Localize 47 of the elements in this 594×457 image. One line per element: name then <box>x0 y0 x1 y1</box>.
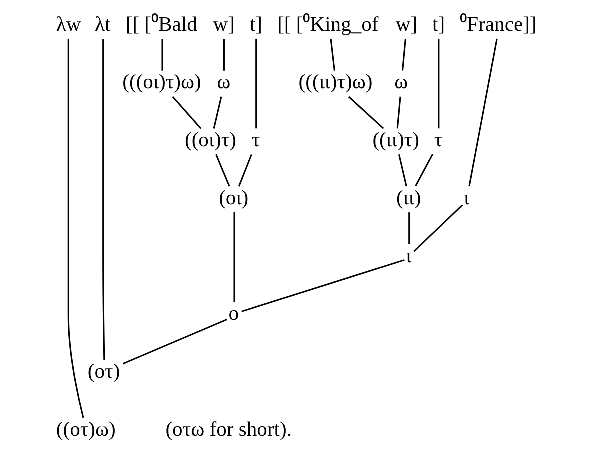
connector <box>255 38 257 129</box>
connector <box>67 39 84 418</box>
node-text: ω <box>216 72 230 94</box>
node-text: τ <box>251 130 260 152</box>
connector <box>398 154 407 187</box>
node-text: ⁰France]] <box>460 14 536 36</box>
connector <box>348 96 384 130</box>
node-text: t] <box>432 14 445 36</box>
connector <box>215 154 230 187</box>
node-text: ι <box>464 187 470 210</box>
node-text: (οτ) <box>87 361 120 384</box>
node-text: ι <box>406 245 412 268</box>
connector <box>238 154 252 187</box>
connector <box>233 212 235 302</box>
node-text: (((οι)τ)ω) <box>122 72 201 94</box>
connector <box>161 39 163 71</box>
connector <box>401 38 406 71</box>
node-text: λw <box>56 14 81 36</box>
connector <box>241 259 404 312</box>
connector <box>438 38 440 129</box>
connector <box>102 39 105 360</box>
connector <box>222 39 224 71</box>
connector <box>330 38 335 71</box>
connector <box>468 38 498 187</box>
connector <box>212 96 222 129</box>
node-text: w] <box>212 14 234 36</box>
node-text: ω <box>394 72 408 94</box>
node-text: w] <box>395 14 418 36</box>
node-text: (οι) <box>218 187 248 210</box>
node-text: (ιι) <box>396 187 421 210</box>
node-text: ((οτ)ω) <box>56 418 116 441</box>
node-text: ο <box>228 303 238 326</box>
node-text: [[ [⁰Bald <box>125 14 197 36</box>
label: (οτω for short). <box>165 418 292 441</box>
connector <box>408 212 410 244</box>
node-text: ((οι)τ) <box>184 130 236 152</box>
connector <box>172 96 202 130</box>
connector <box>413 204 463 252</box>
node-text: λt <box>94 14 110 36</box>
connector <box>414 154 434 187</box>
connector <box>122 319 227 365</box>
node-text: t] <box>249 14 262 36</box>
node-text: [[ [⁰King_of <box>277 14 378 36</box>
node-text: (((ιι)τ)ω) <box>298 72 372 94</box>
node-text: ((ιι)τ) <box>372 130 419 152</box>
connector <box>396 96 401 129</box>
node-text: τ <box>434 130 442 152</box>
